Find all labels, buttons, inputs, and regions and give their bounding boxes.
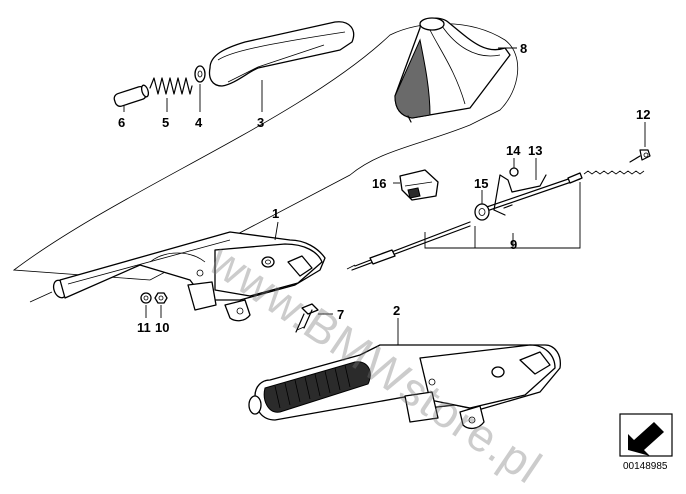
callout-5: 5 [162, 115, 170, 130]
callout-3: 3 [257, 115, 265, 130]
spring-part-5 [149, 77, 193, 95]
lever-part-2 [248, 344, 561, 430]
parts-diagram: 6 5 4 3 8 12 14 13 16 15 1 9 11 10 7 2 w… [12, 17, 673, 494]
grommet-part-15 [474, 203, 490, 221]
callout-13: 13 [528, 143, 543, 158]
bracket-part-13 [493, 174, 547, 216]
callout-9: 9 [510, 237, 518, 252]
grip-part-3 [208, 21, 355, 87]
lever-part-1 [29, 231, 326, 322]
cable-part-9 [346, 155, 645, 271]
clip-part-12 [639, 149, 651, 161]
pin-part-6 [113, 84, 150, 107]
nut-part-11 [140, 292, 152, 304]
nut-part-10 [154, 292, 168, 304]
callout-8: 8 [520, 41, 528, 56]
bolt-part-7 [295, 303, 319, 333]
callout-11: 11 [137, 320, 151, 335]
callout-10: 10 [155, 320, 170, 335]
callout-4: 4 [195, 115, 203, 130]
washer-part-4 [194, 65, 206, 83]
nut-part-14 [509, 167, 519, 177]
callout-6: 6 [118, 115, 126, 130]
assembly-outline [12, 23, 519, 281]
callout-15: 15 [474, 176, 489, 191]
leader-lines [123, 47, 646, 345]
clip-part-16 [399, 169, 439, 201]
callout-7: 7 [337, 307, 345, 322]
callout-12: 12 [636, 107, 651, 122]
direction-arrow-icon [619, 413, 673, 457]
diagram-number: 00148985 [623, 461, 668, 472]
callout-1: 1 [272, 206, 280, 221]
boot-part-8 [394, 17, 511, 123]
callout-16: 16 [372, 176, 387, 191]
callout-14: 14 [506, 143, 521, 158]
callout-2: 2 [393, 303, 401, 318]
